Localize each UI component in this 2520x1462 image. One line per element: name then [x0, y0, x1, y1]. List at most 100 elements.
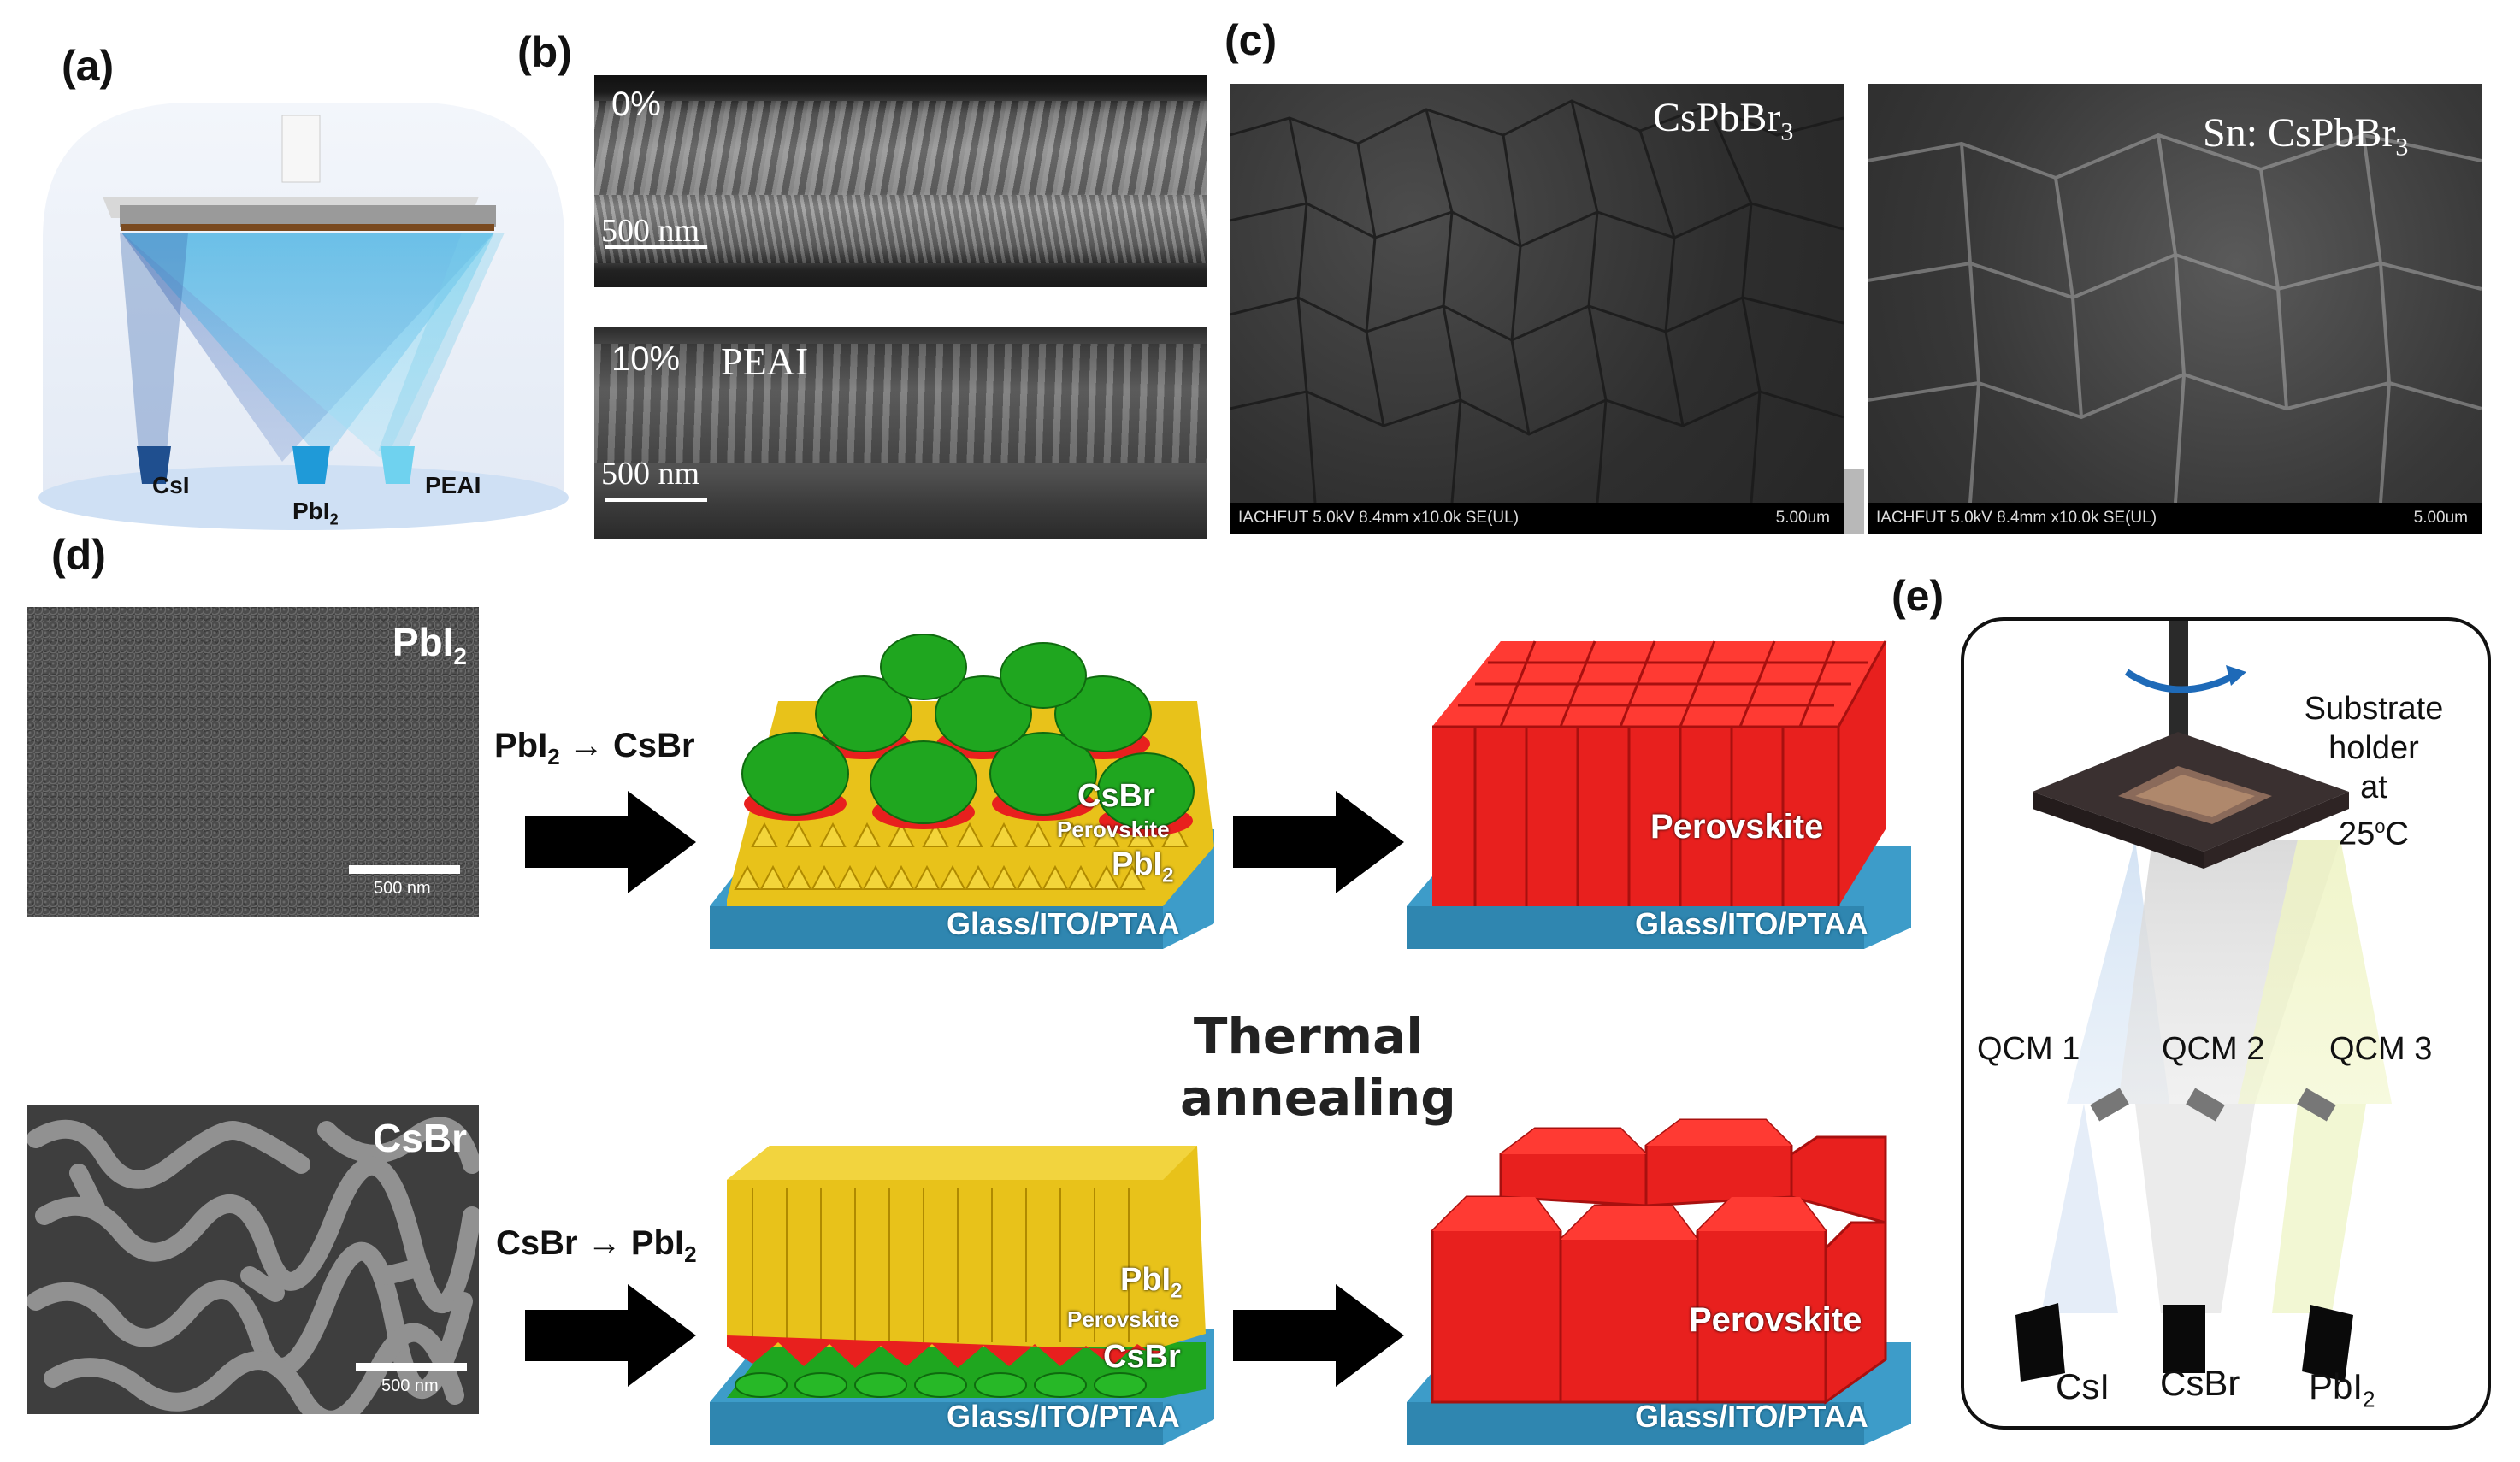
perovskite-film-bottom [1407, 1118, 1911, 1445]
sem-pbi2-film: PbI2 500 nm [27, 607, 479, 917]
route-label-csbr-to-pbi2: CsBr → PbI2 [496, 1224, 697, 1268]
sem-footer-params: IACHFUT 5.0kV 8.4mm x10.0k SE(UL) [1876, 509, 2157, 527]
sem-percent-label: 0% [611, 85, 661, 123]
sem-info-footer: IACHFUT 5.0kV 8.4mm x10.0k SE(UL) 5.00um [1868, 503, 2482, 534]
temp-superscript: o [2375, 816, 2386, 837]
product-label-perovskite: Perovskite [1689, 1301, 1862, 1339]
qcm-label-1: QCM 1 [1977, 1031, 2080, 1067]
process-line1: Thermal [1193, 1007, 1424, 1065]
layer-label-csbr: CsBr [1077, 778, 1155, 814]
sem-percent-label: 10% [611, 340, 681, 378]
qcm-label-3: QCM 3 [2329, 1031, 2433, 1067]
process-arrow-icon [1233, 791, 1404, 893]
pbi-text: PbI [292, 498, 330, 524]
layer-label-pbi2: PbI2 [1120, 1262, 1182, 1304]
sem-title-text: CsPbBr [1653, 95, 1781, 140]
sem-cross-section-10pct-peai: 10% PEAI 500 nm [594, 327, 1207, 539]
pbi-subscript: 2 [329, 510, 339, 528]
holder-temperature: 25oC [2297, 807, 2451, 854]
layer-label-pbi2: PbI2 [1112, 846, 1173, 888]
route-label-pbi2-to-csbr: PbI2 → CsBr [494, 727, 695, 770]
source-label-pbi2: PbI2 [292, 498, 339, 529]
sem-info-footer: IACHFUT 5.0kV 8.4mm x10.0k SE(UL) 5.00um [1230, 503, 1844, 534]
substrate-label: Glass/ITO/PTAA [947, 906, 1180, 941]
co-evaporation-schematic [2015, 621, 2392, 1382]
panel-a-label: (a) [62, 42, 115, 90]
holder-line: holder [2328, 730, 2419, 766]
source-text: PbI [2309, 1366, 2364, 1406]
right-arrow-icon: → [587, 1224, 622, 1262]
sem-title: CsBr [373, 1116, 467, 1160]
scale-bar [605, 245, 707, 249]
route-to: CsBr [612, 727, 695, 764]
source-label-pbi2: PbI2 [2309, 1366, 2375, 1412]
scale-bar [356, 1363, 467, 1371]
film-stack-csbr-first [710, 1146, 1214, 1445]
scale-bar [349, 865, 460, 874]
sem-footer-params: IACHFUT 5.0kV 8.4mm x10.0k SE(UL) [1238, 509, 1520, 527]
process-line2: annealing [1180, 1069, 1456, 1127]
layer-text: PbI [1120, 1262, 1171, 1298]
source-label-peai: PEAI [425, 472, 481, 498]
route-to-subscript: 2 [684, 1241, 697, 1267]
substrate-label: Glass/ITO/PTAA [947, 1399, 1180, 1434]
layer-subscript: 2 [1162, 864, 1174, 887]
sem-title-subscript: 3 [2395, 133, 2409, 162]
sem-csbr-film: CsBr 500 nm [27, 1105, 479, 1414]
sem-title-subscript: 2 [453, 643, 467, 670]
qcm-label-2: QCM 2 [2162, 1031, 2265, 1067]
film-stack-pbi2-first [710, 634, 1214, 949]
worm-texture [27, 1117, 479, 1414]
source-label-csbr: CsBr [2160, 1363, 2240, 1403]
process-arrow-icon [525, 791, 696, 893]
vacuum-chamber-frame [1961, 617, 2491, 1430]
sem-footer-scale: 5.00um [1775, 509, 1830, 527]
process-arrow-icon [525, 1284, 696, 1387]
grain-texture [1868, 133, 2482, 503]
holder-line: at [2360, 769, 2387, 805]
route-from: CsBr [496, 1224, 578, 1262]
route-to: PbI [630, 1224, 685, 1262]
panel-c-divider [1844, 469, 1864, 534]
process-arrow-icon [1233, 1284, 1404, 1387]
source-label-csi: CsI [2056, 1366, 2110, 1406]
evaporation-chamber-diagram [38, 103, 569, 530]
substrate-label: Glass/ITO/PTAA [1635, 1399, 1868, 1434]
panel-b-label: (b) [517, 28, 572, 76]
sem-title: CsPbBr3 [1653, 94, 1793, 147]
sem-title: PbI2 [392, 619, 467, 670]
source-label-csi: CsI [152, 472, 190, 498]
sem-cross-section-0pct: 0% 500 nm [594, 75, 1207, 287]
perovskite-film-top [1407, 640, 1911, 949]
layer-label-perovskite: Perovskite [1067, 1306, 1180, 1332]
substrate-holder-label: Substrate holder at 25oC [2297, 689, 2451, 854]
panel-e-label: (e) [1891, 572, 1945, 620]
layer-label-csbr: CsBr [1103, 1339, 1181, 1375]
panel-d-label: (d) [51, 531, 106, 579]
sem-title-text: Sn: CsPbBr [2203, 110, 2396, 156]
sem-footer-scale: 5.00um [2413, 509, 2468, 527]
sem-title-subscript: 3 [1780, 117, 1794, 146]
sem-top-view-sn-cspbbr3: Sn: CsPbBr3 IACHFUT 5.0kV 8.4mm x10.0k S… [1868, 84, 2482, 534]
layer-subscript: 2 [1171, 1279, 1183, 1303]
grain-texture [1230, 99, 1844, 503]
right-arrow-icon: → [569, 727, 604, 764]
scale-bar [605, 498, 707, 502]
holder-line: Substrate [2304, 691, 2444, 727]
scale-bar-label: 500 nm [601, 456, 700, 492]
source-subscript: 2 [2363, 1386, 2375, 1412]
substrate-label: Glass/ITO/PTAA [1635, 906, 1868, 941]
route-from-subscript: 2 [547, 744, 560, 769]
scale-bar-label: 500 nm [381, 1377, 439, 1395]
sem-title-text: PbI [392, 620, 454, 664]
sem-title: Sn: CsPbBr3 [2203, 109, 2408, 162]
panel-c-label: (c) [1225, 16, 1278, 64]
product-label-perovskite: Perovskite [1650, 808, 1824, 846]
route-from: PbI [494, 727, 548, 764]
sem-top-view-cspbbr3: CsPbBr3 IACHFUT 5.0kV 8.4mm x10.0k SE(UL… [1230, 84, 1844, 534]
temp-value: 25 [2339, 816, 2375, 852]
layer-label-perovskite: Perovskite [1057, 816, 1170, 842]
scale-bar-label: 500 nm [601, 213, 700, 249]
scale-bar-label: 500 nm [374, 879, 431, 898]
